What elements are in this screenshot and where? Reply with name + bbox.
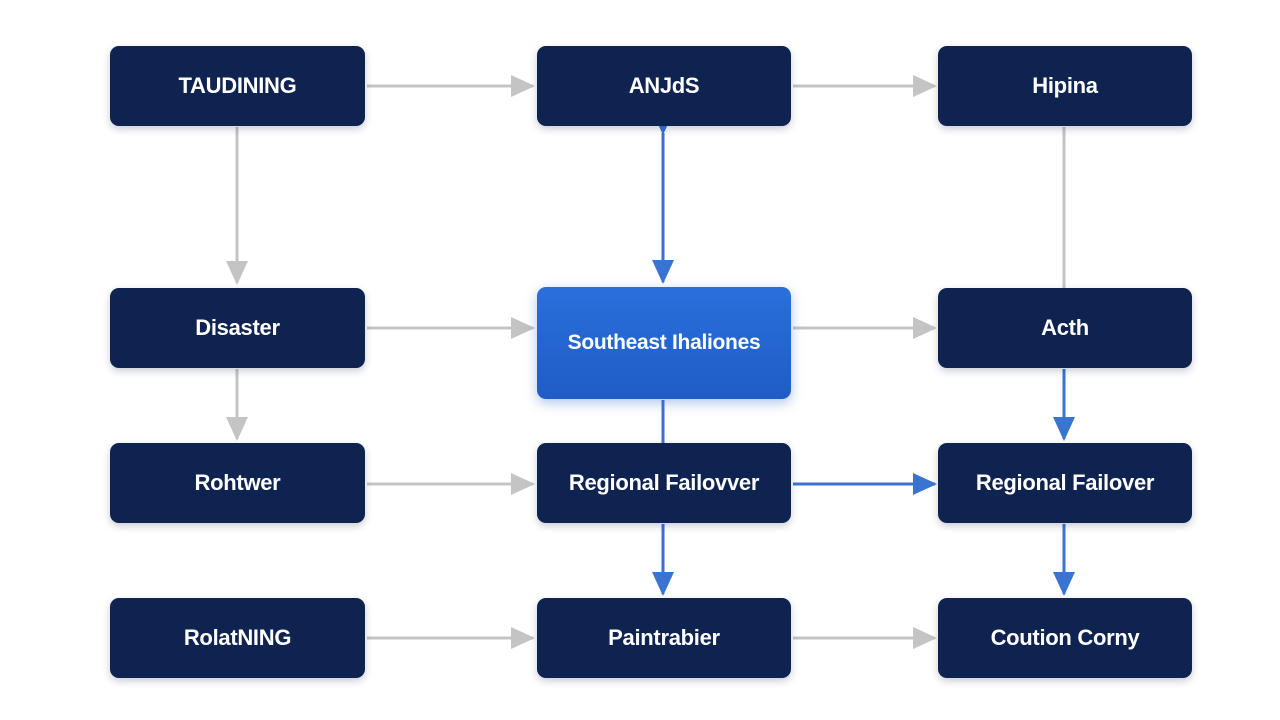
node-regional-failover[interactable]: Regional Failover xyxy=(938,443,1192,523)
node-rolatning[interactable]: RolatNING xyxy=(110,598,365,678)
node-label: Paintrabier xyxy=(608,625,720,650)
node-anjds[interactable]: ANJdS xyxy=(537,46,791,126)
node-coution-corny[interactable]: Coution Corny xyxy=(938,598,1192,678)
node-label: Regional Failover xyxy=(975,470,1155,495)
node-regional-failovver[interactable]: Regional Failovver xyxy=(537,443,791,523)
node-southeast-highlighted[interactable]: Southeast Ihaliones xyxy=(537,287,791,399)
node-label: ANJdS xyxy=(628,73,700,98)
node-rohtwer[interactable]: Rohtwer xyxy=(110,443,365,523)
node-label: RolatNING xyxy=(183,625,292,650)
node-disaster[interactable]: Disaster xyxy=(110,288,365,368)
node-label: Hipina xyxy=(1032,73,1098,98)
node-label: Disaster xyxy=(195,315,280,340)
node-label: Coution Corny xyxy=(990,625,1140,650)
node-hipina[interactable]: Hipina xyxy=(938,46,1192,126)
node-label: TAUDINING xyxy=(178,73,297,98)
node-label: Acth xyxy=(1041,315,1089,340)
node-label: Rohtwer xyxy=(194,470,281,495)
node-acth[interactable]: Acth xyxy=(938,288,1192,368)
node-paintrabier[interactable]: Paintrabier xyxy=(537,598,791,678)
node-taudining[interactable]: TAUDINING xyxy=(110,46,365,126)
node-label: Regional Failovver xyxy=(568,470,760,495)
node-label: Southeast Ihaliones xyxy=(567,331,761,354)
